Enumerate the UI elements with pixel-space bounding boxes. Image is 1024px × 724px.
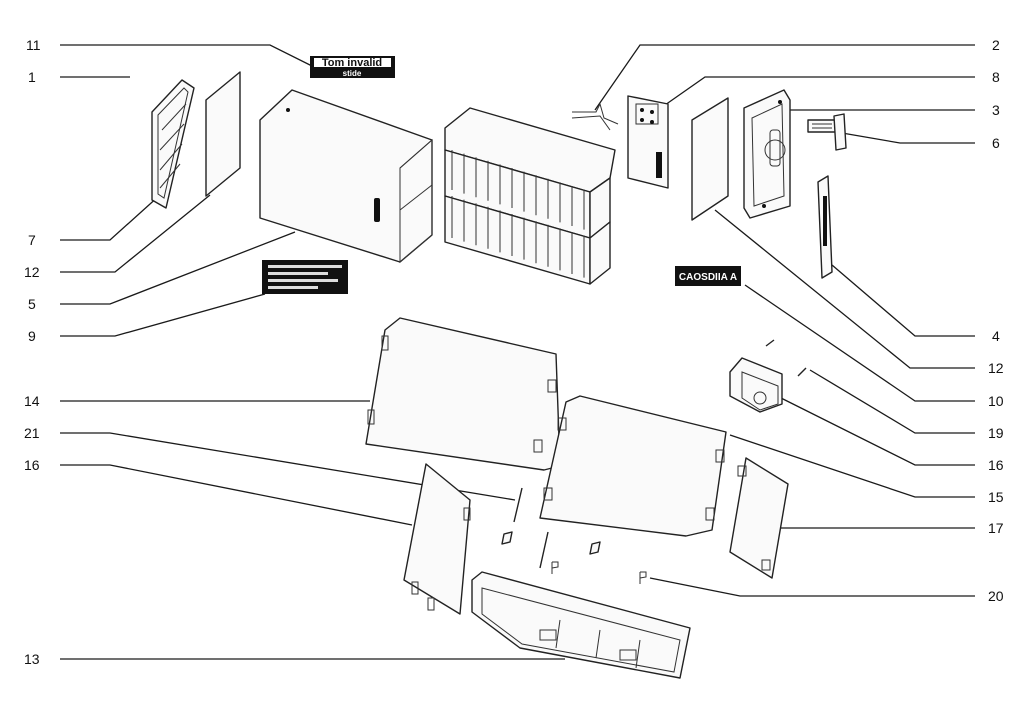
callout-12-right: 12	[988, 360, 1004, 376]
leader-4	[831, 264, 975, 337]
narrow-side-panel	[403, 463, 471, 615]
callout-5: 5	[28, 296, 36, 312]
end-cap-panel	[729, 457, 789, 579]
callout-10: 10	[988, 393, 1004, 409]
callout-21: 21	[24, 425, 40, 441]
callout-19: 19	[988, 425, 1004, 441]
base-tray	[471, 571, 691, 679]
leader-2	[594, 44, 975, 111]
leader-8	[664, 76, 975, 106]
leader-11	[60, 44, 321, 71]
callout-2: 2	[992, 37, 1000, 53]
rear-side-panel	[539, 395, 727, 537]
leader-5	[60, 231, 296, 305]
wire-harness	[571, 102, 619, 131]
callout-16-left: 16	[24, 457, 40, 473]
small-screws	[765, 339, 807, 377]
long-screws	[501, 487, 647, 584]
leader-10	[744, 284, 975, 402]
end-plate	[743, 89, 791, 219]
leader-16-right	[774, 394, 975, 466]
callout-4: 4	[992, 328, 1000, 344]
circuit-board	[627, 95, 669, 189]
callout-20: 20	[988, 588, 1004, 604]
leader-9	[60, 293, 266, 337]
leader-15	[729, 434, 975, 498]
callout-numbers: 11 1 7 12 5 9 14 21 16 13 2 8 3 6 4 12 1…	[24, 37, 1004, 667]
leader-20	[649, 577, 975, 597]
large-side-panel	[365, 317, 561, 471]
top-label-text-2: stide	[343, 69, 362, 78]
leader-lines	[60, 44, 975, 660]
right-label-sticker: CAOSDIIA A	[675, 266, 741, 286]
callout-6: 6	[992, 135, 1000, 151]
top-label-sticker: Tom invalid stide	[310, 56, 395, 78]
callout-8: 8	[992, 69, 1000, 85]
callout-16-right: 16	[988, 457, 1004, 473]
leader-12-left	[60, 194, 211, 273]
callout-17: 17	[988, 520, 1004, 536]
housing-sleeve	[259, 89, 433, 264]
thin-cover-panel	[205, 71, 241, 197]
vent-grille-part	[151, 79, 195, 209]
leader-21	[60, 432, 516, 501]
callout-7: 7	[28, 232, 36, 248]
callout-11: 11	[26, 37, 41, 53]
leader-7	[60, 194, 161, 241]
battery-cell-block	[444, 107, 616, 285]
callout-12-left: 12	[24, 264, 40, 280]
insulator-sheet	[691, 97, 729, 221]
top-label-text-1: Tom invalid	[322, 57, 382, 69]
callout-14: 14	[24, 393, 40, 409]
leader-19	[809, 369, 975, 434]
leader-12-right	[714, 209, 975, 369]
callout-9: 9	[28, 328, 36, 344]
info-label-plate	[262, 260, 348, 294]
callout-3: 3	[992, 102, 1000, 118]
switch-module	[729, 357, 783, 413]
leader-16-left	[60, 464, 413, 526]
connector-plug	[807, 113, 847, 151]
leader-6	[841, 132, 975, 144]
callout-15: 15	[988, 489, 1004, 505]
right-label-text: CAOSDIIA A	[679, 272, 737, 283]
rail-bracket	[817, 175, 833, 279]
callout-13: 13	[24, 651, 40, 667]
callout-1: 1	[28, 69, 36, 85]
